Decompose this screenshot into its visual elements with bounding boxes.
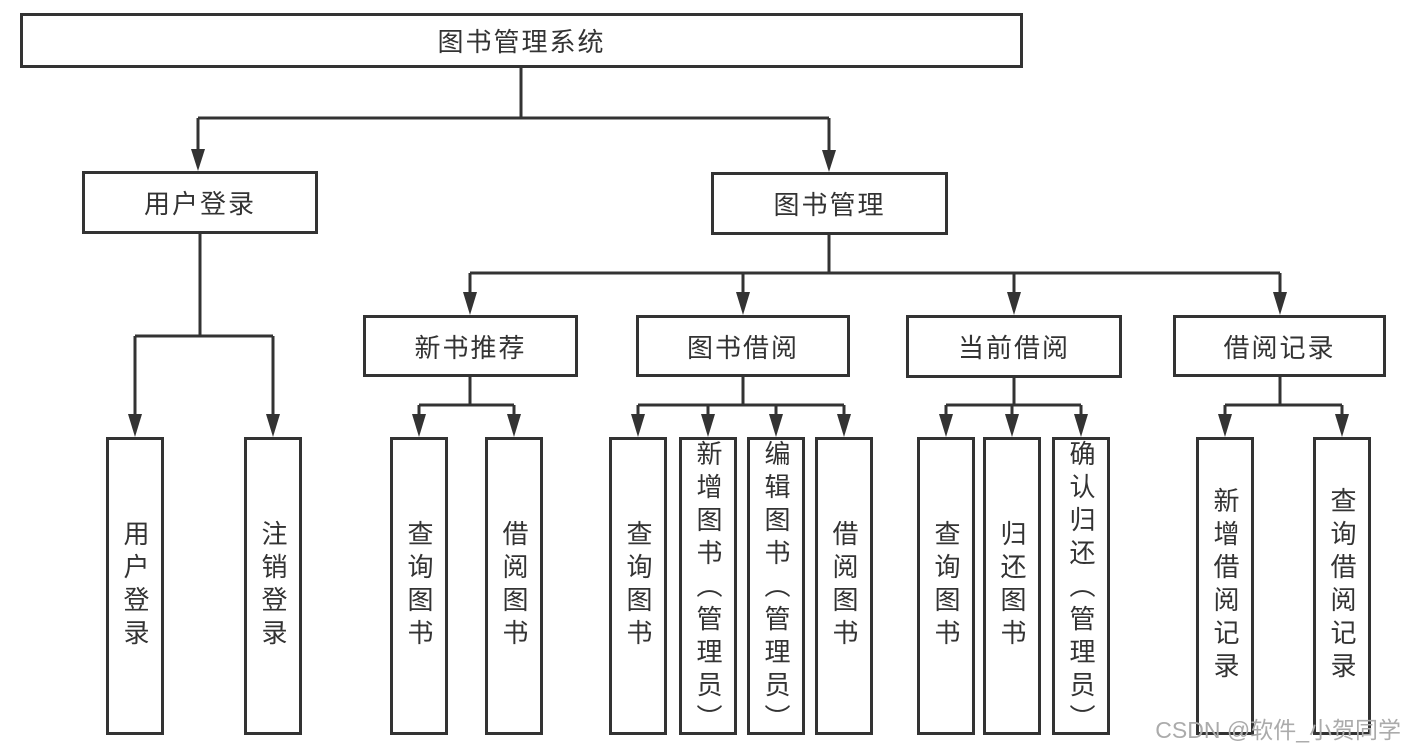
node-label: 用户登录 <box>143 189 256 219</box>
edge-new-books-children <box>412 377 521 437</box>
edge-user-login-children <box>128 234 280 437</box>
arrow-down-icon <box>822 150 836 172</box>
leaf-query-books-1: 查询图书 <box>390 437 448 735</box>
node-label: 图书借阅 <box>686 332 799 363</box>
leaf-logout: 注销登录 <box>244 437 302 735</box>
leaf-borrow-books-2: 借阅图书 <box>815 437 873 735</box>
node-user-login: 用户登录 <box>82 171 318 234</box>
leaf-user-login: 用户登录 <box>106 437 164 735</box>
node-book-borrow: 图书借阅 <box>636 315 850 377</box>
node-label: 归还图书 <box>997 520 1027 652</box>
leaf-edit-book-admin: 编辑图书（管理员） <box>747 437 805 737</box>
node-label: 借阅记录 <box>1223 332 1336 363</box>
leaf-add-borrow-record: 新增借阅记录 <box>1196 437 1254 735</box>
arrow-down-icon <box>128 414 142 437</box>
node-label: 新书推荐 <box>414 332 527 363</box>
arrow-down-icon <box>463 292 477 315</box>
csdn-watermark: CSDN @软件_小贺同学 <box>1155 717 1401 743</box>
node-label: 查询图书 <box>404 520 434 652</box>
arrow-down-icon <box>1007 292 1021 315</box>
leaf-borrow-books-1: 借阅图书 <box>485 437 543 735</box>
edge-borrow-records-children <box>1218 377 1349 437</box>
arrow-down-icon <box>837 414 851 437</box>
node-label: 当前借阅 <box>957 333 1070 363</box>
arrow-down-icon <box>191 149 205 171</box>
arrow-down-icon <box>412 414 426 437</box>
arrow-down-icon <box>266 414 280 437</box>
edge-current-borrow-children <box>939 378 1088 437</box>
leaf-add-book-admin: 新增图书（管理员） <box>679 437 737 737</box>
leaf-query-books-2: 查询图书 <box>609 437 667 735</box>
node-label: 注销登录 <box>258 520 288 652</box>
node-label: 借阅图书 <box>829 520 859 652</box>
leaf-query-borrow-record: 查询借阅记录 <box>1313 437 1371 735</box>
node-label: 新增图书（管理员） <box>693 440 723 737</box>
arrow-down-icon <box>1218 414 1232 437</box>
edge-root-to-level2 <box>191 68 836 172</box>
edge-book-mgmt-sections <box>463 235 1287 315</box>
arrow-down-icon <box>1335 414 1349 437</box>
arrow-down-icon <box>736 292 750 315</box>
arrow-down-icon <box>769 414 783 437</box>
arrow-down-icon <box>1273 292 1287 315</box>
node-label: 查询借阅记录 <box>1327 487 1357 685</box>
node-label: 借阅图书 <box>499 520 529 652</box>
node-label: 确认归还（管理员） <box>1066 440 1096 737</box>
node-new-books: 新书推荐 <box>363 315 578 377</box>
arrow-down-icon <box>939 414 953 437</box>
leaf-return-book: 归还图书 <box>983 437 1041 735</box>
node-borrow-records: 借阅记录 <box>1173 315 1386 377</box>
arrow-down-icon <box>631 414 645 437</box>
node-label: 查询图书 <box>931 520 961 652</box>
arrow-down-icon <box>1005 414 1019 437</box>
node-label: 图书管理系统 <box>437 27 606 57</box>
node-current-borrow: 当前借阅 <box>906 315 1122 378</box>
node-book-mgmt: 图书管理 <box>711 172 948 235</box>
edge-book-borrow-children <box>631 377 851 437</box>
leaf-confirm-return-admin: 确认归还（管理员） <box>1052 437 1110 737</box>
node-root: 图书管理系统 <box>20 13 1023 68</box>
node-label: 图书管理 <box>773 190 886 220</box>
node-label: 编辑图书（管理员） <box>761 440 791 737</box>
node-label: 查询图书 <box>623 520 653 652</box>
arrow-down-icon <box>507 414 521 437</box>
node-label: 用户登录 <box>120 520 150 652</box>
leaf-query-books-3: 查询图书 <box>917 437 975 735</box>
arrow-down-icon <box>701 414 715 437</box>
node-label: 新增借阅记录 <box>1210 487 1240 685</box>
arrow-down-icon <box>1074 414 1088 437</box>
